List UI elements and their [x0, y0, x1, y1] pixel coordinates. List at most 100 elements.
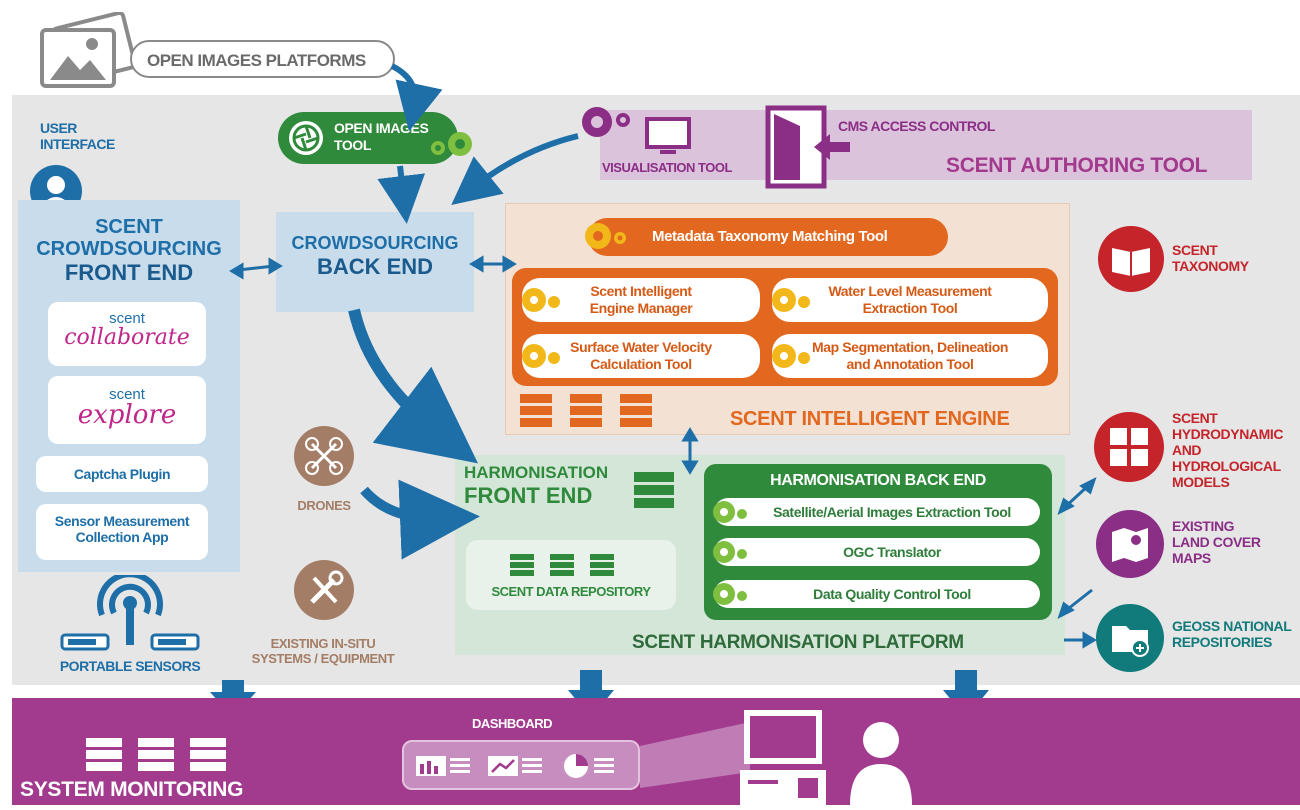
person-icon: [846, 718, 916, 805]
engine-tool-2-line2: Extraction Tool: [862, 300, 958, 316]
geoss-line1: GEOSS NATIONAL: [1172, 618, 1292, 634]
data-repository-label: SCENT DATA REPOSITORY: [491, 584, 652, 599]
cms-door-icon: [764, 104, 854, 190]
map-icon: [1096, 510, 1164, 578]
crowd-back-line2: BACK END: [316, 254, 434, 279]
metadata-tool-pill: [588, 218, 948, 256]
crowd-front-line1: SCENT: [95, 216, 163, 238]
map-segmentation-tool: Map Segmentation, Delineation and Annota…: [772, 334, 1048, 378]
captcha-plugin-label: Captcha Plugin: [73, 466, 171, 482]
gear-icon: [768, 338, 814, 374]
hydro-line3: AND HYDROLOGICAL: [1172, 442, 1281, 474]
harmonisation-back-end-title: HARMONISATION BACK END: [770, 472, 986, 489]
crowdsourcing-front-end-title: SCENT CROWDSOURCING FRONT END: [18, 216, 240, 286]
explore-brand: scent: [109, 386, 145, 403]
image-icon: [38, 10, 138, 92]
engine-tool-1-line1: Scent Intelligent: [590, 283, 692, 299]
engine-tool-1-line2: Engine Manager: [589, 300, 693, 316]
intelligent-engine-title: SCENT INTELLIGENT ENGINE: [730, 408, 1010, 430]
geoss-line2: REPOSITORIES: [1172, 634, 1272, 650]
harmonisation-front-end-title: HARMONISATION FRONT END: [464, 463, 644, 509]
gear-icon: [708, 576, 754, 612]
metadata-gear-icon: [580, 214, 630, 258]
portable-sensors-label: PORTABLE SENSORS: [59, 658, 201, 674]
monitor-icon: [644, 116, 692, 158]
harmonisation-platform-title: SCENT HARMONISATION PLATFORM: [632, 632, 964, 653]
harm-front-line2: FRONT END: [464, 483, 593, 508]
crowdsourcing-back-end-title: CROWDSOURCING BACK END: [276, 232, 474, 280]
crowd-back-line1: CROWDSOURCING: [291, 233, 459, 253]
gear-icon: [518, 338, 564, 374]
ogc-translator-tool: OGC Translator: [714, 538, 1040, 566]
land-cover-line3: MAPS: [1172, 550, 1211, 566]
engine-tool-4-line1: Map Segmentation, Delineation: [811, 339, 1009, 355]
gear-icon: [768, 282, 814, 318]
harm-tool-3-label: Data Quality Control Tool: [813, 586, 971, 602]
scent-collaborate-card: scent collaborate: [48, 302, 206, 366]
sensor-app-line1: Sensor Measurement: [54, 513, 190, 529]
land-cover-line1: EXISTING: [1172, 518, 1235, 534]
scent-explore-card: scent explore: [48, 376, 206, 444]
open-images-tool-line2: TOOL: [334, 137, 372, 153]
insitu-line2: SYSTEMS / EQUIPMENT: [251, 651, 395, 666]
antenna-icon: [60, 571, 200, 655]
engine-manager-tool: Scent Intelligent Engine Manager: [522, 278, 760, 322]
engine-server-icons: [518, 392, 658, 428]
gear-icon: [708, 534, 754, 570]
dashboard-label: DASHBOARD: [472, 716, 553, 731]
hydrodynamic-models-label: SCENT HYDRODYNAMIC AND HYDROLOGICAL MODE…: [1172, 410, 1300, 490]
engine-tool-2-line1: Water Level Measurement: [828, 283, 992, 299]
surface-velocity-tool: Surface Water Velocity Calculation Tool: [522, 334, 760, 378]
computer-icon: [738, 708, 828, 805]
gears-icon: [420, 124, 480, 164]
water-level-tool: Water Level Measurement Extraction Tool: [772, 278, 1048, 322]
sensor-app-card: Sensor Measurement Collection App: [36, 504, 208, 560]
dashboard-widgets-icon: [414, 752, 632, 780]
open-images-platforms-label: OPEN IMAGES PLATFORMS: [130, 40, 395, 78]
cms-access-control-label: CMS ACCESS CONTROL: [838, 118, 995, 134]
captcha-plugin-card: Captcha Plugin: [36, 456, 208, 492]
taxonomy-line2: TAXONOMY: [1172, 258, 1249, 274]
collaborate-brand: scent: [109, 310, 145, 327]
repository-server-icons: [508, 552, 618, 578]
hydro-line2: HYDRODYNAMIC: [1172, 426, 1284, 442]
harmonisation-server-icon: [632, 470, 678, 510]
harm-tool-2-label: OGC Translator: [843, 544, 941, 560]
satellite-extraction-tool: Satellite/Aerial Images Extraction Tool: [714, 498, 1040, 526]
visualisation-tool-label: VISUALISATION TOOL: [602, 160, 732, 175]
gear-icon: [708, 494, 754, 530]
authoring-tool-panel: [600, 110, 1252, 180]
explore-name: explore: [77, 400, 177, 430]
tools-icon: [294, 560, 354, 620]
puzzle-icon: [1094, 412, 1164, 482]
aperture-icon: [286, 118, 326, 158]
book-icon: [1098, 226, 1164, 292]
taxonomy-line1: SCENT: [1172, 242, 1218, 258]
authoring-tool-title: SCENT AUTHORING TOOL: [946, 154, 1208, 177]
engine-tool-4-line2: and Annotation Tool: [846, 356, 974, 372]
sensor-app-line2: Collection App: [75, 529, 169, 545]
purple-gears-icon: [575, 100, 635, 146]
gear-icon: [518, 282, 564, 318]
scent-taxonomy-label: SCENT TAXONOMY: [1172, 242, 1272, 274]
hydro-line4: MODELS: [1172, 474, 1230, 490]
engine-tool-3-line2: Calculation Tool: [590, 356, 692, 372]
insitu-label: EXISTING IN-SITU SYSTEMS / EQUIPMENT: [248, 636, 398, 666]
folder-icon: [1096, 604, 1164, 672]
hydro-line1: SCENT: [1172, 410, 1218, 426]
monitoring-server-icons: [84, 736, 234, 774]
metadata-tool-label: Metadata Taxonomy Matching Tool: [652, 228, 888, 245]
geoss-label: GEOSS NATIONAL REPOSITORIES: [1172, 618, 1292, 650]
insitu-line1: EXISTING IN-SITU: [270, 636, 376, 651]
land-cover-label: EXISTING LAND COVER MAPS: [1172, 518, 1282, 566]
drones-label: DRONES: [297, 498, 351, 513]
crowdsourcing-back-end-panel: [276, 212, 474, 312]
land-cover-line2: LAND COVER: [1172, 534, 1261, 550]
crowd-front-line3: FRONT END: [64, 260, 194, 285]
projection-beam: [640, 722, 750, 792]
drone-icon: [294, 426, 354, 486]
system-monitoring-label: SYSTEM MONITORING: [20, 778, 244, 801]
collaborate-name: collaborate: [64, 325, 190, 350]
user-interface-line1: USER: [40, 120, 77, 136]
harm-front-line1: HARMONISATION: [464, 463, 609, 482]
